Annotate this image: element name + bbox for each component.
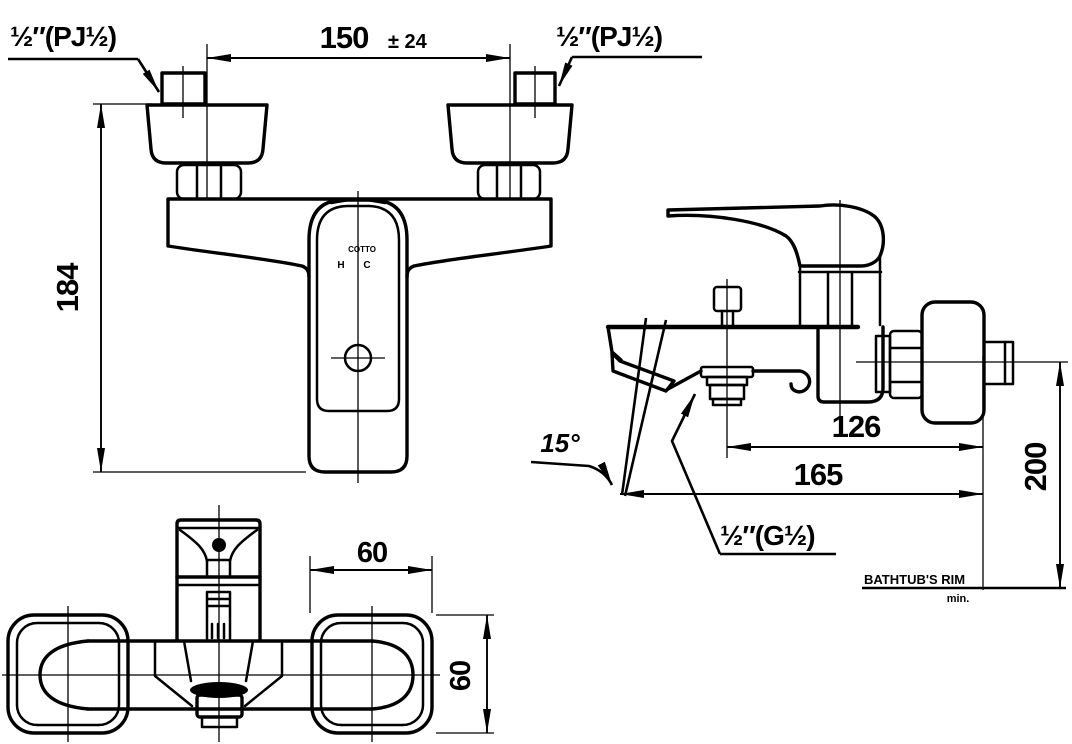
label-right-supply: ½″(PJ½) <box>556 21 702 87</box>
bathtub-rim: BATHTUB'S RIM min. <box>862 572 1066 605</box>
side-view <box>605 200 1068 458</box>
body-end-right <box>370 639 415 711</box>
dim-60-width: 60 <box>309 537 433 613</box>
spout-underside <box>751 369 812 394</box>
right-supply-text: ½″(PJ½) <box>556 21 662 52</box>
rim-min-text: min. <box>947 593 970 605</box>
valve-body-plan <box>175 575 262 642</box>
angle-text: 15° <box>540 428 580 458</box>
lever-handle-plan <box>175 518 262 579</box>
cold-marker: C <box>363 260 370 271</box>
lever-edge-tick <box>365 198 387 205</box>
hex-nut-left <box>175 163 243 201</box>
hex-nut-right <box>476 163 542 201</box>
left-supply-text: ½″(PJ½) <box>10 21 116 52</box>
outlet-thread-text: ½″(G½) <box>720 520 815 551</box>
dim-text-60w: 60 <box>357 537 387 569</box>
plan-view <box>2 505 440 742</box>
bathtub-rim-text: BATHTUB'S RIM <box>864 572 965 587</box>
dim-text-150: 150 <box>320 20 369 55</box>
label-left-supply: ½″(PJ½) <box>8 21 161 93</box>
front-view: COTTO H C <box>145 66 574 483</box>
lever-edge-tick <box>329 198 351 205</box>
angle-slope-line <box>623 319 668 497</box>
dim-text-60d: 60 <box>445 661 477 691</box>
handle-dot <box>212 538 226 552</box>
dim-126: 126 <box>727 409 983 451</box>
dim-165: 165 <box>620 457 983 498</box>
angle-reference-line <box>620 317 648 496</box>
angle-15: 15° <box>530 317 668 497</box>
union-nut-side <box>888 329 924 400</box>
handle-column-inner <box>315 204 401 413</box>
spout-cone-plan <box>153 639 284 708</box>
escutcheon-right-front <box>446 103 574 165</box>
mixer-body-front <box>166 197 553 474</box>
dim-text-184: 184 <box>50 262 85 312</box>
escutcheon-left-front <box>145 103 269 165</box>
handle-column-outer <box>307 198 409 279</box>
brand-logo: COTTO <box>348 245 376 254</box>
dim-text-165: 165 <box>794 457 843 492</box>
label-outlet-thread: ½″(G½) <box>670 393 836 556</box>
outlet-thread-leader <box>670 393 722 555</box>
left-supply-leader <box>136 58 161 93</box>
cartridge-stem-plan <box>205 590 232 642</box>
angle-leader-arc <box>530 460 614 486</box>
dim-60-depth: 60 <box>436 614 494 734</box>
dim-tolerance-150: ± 24 <box>388 31 428 53</box>
right-supply-leader <box>557 56 574 87</box>
dim-text-200: 200 <box>1018 443 1053 492</box>
dim-200: 200 <box>982 356 1064 590</box>
escutcheon-left-plan <box>6 613 130 735</box>
dim-184: 184 <box>50 103 306 473</box>
wall-pipe-stub <box>982 340 1015 386</box>
dim-150: 150 ± 24 <box>206 20 511 200</box>
hot-marker: H <box>337 260 344 271</box>
dim-text-126: 126 <box>832 409 881 444</box>
spout-housing <box>816 325 885 404</box>
lever-handle-side <box>666 203 886 268</box>
valve-body-side <box>798 255 882 327</box>
escutcheon-right-plan <box>310 613 434 735</box>
body-end-left <box>38 639 90 711</box>
